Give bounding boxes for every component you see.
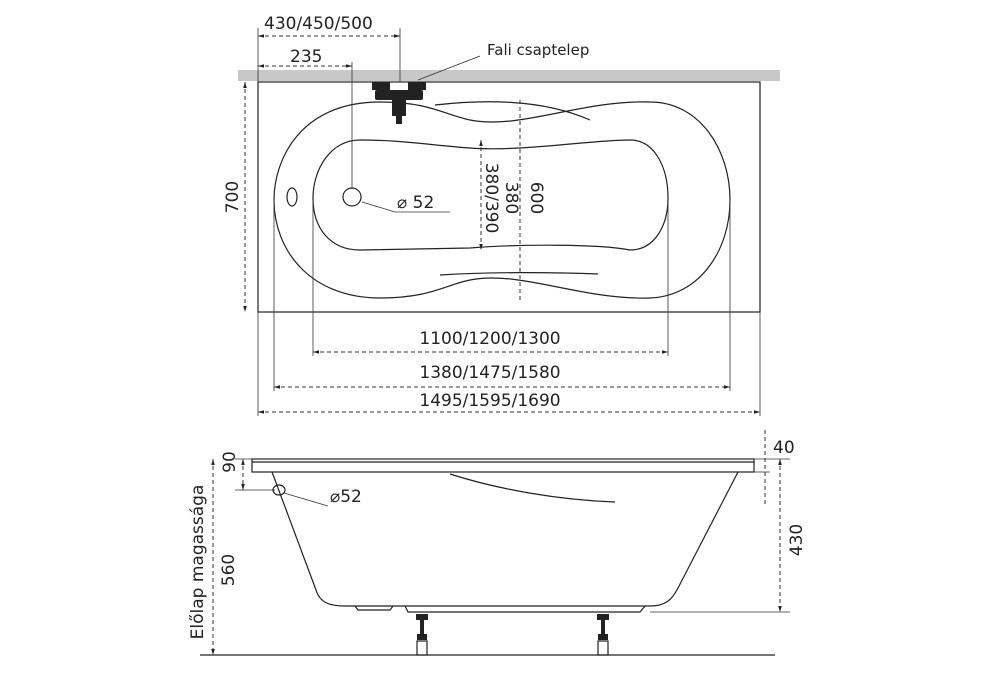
- foot-icon: [416, 614, 428, 656]
- dim-inner-length: 1100/1200/1300: [419, 329, 560, 349]
- wall: [238, 70, 780, 81]
- tub-base: [354, 605, 646, 613]
- dim-total-length: 1495/1595/1690: [419, 391, 560, 411]
- dim-inner-width-alt: 380: [501, 182, 521, 214]
- tub-outer-basin: [273, 101, 731, 299]
- foot-icon: [597, 614, 609, 656]
- dim-drain-offset: 235: [290, 47, 322, 67]
- dim-width-total: 700: [223, 181, 243, 213]
- contour-line: [449, 473, 616, 503]
- dim-depth: 430: [787, 524, 807, 556]
- tub-outer-frame: [257, 81, 761, 313]
- tap-label: Fali csaptelep: [487, 41, 589, 59]
- tub-inner-basin: [312, 139, 669, 251]
- contour-line: [439, 272, 599, 276]
- tub-body: [271, 471, 739, 607]
- dim-inner-width: 380/390: [481, 163, 501, 234]
- tap-icon: [372, 82, 426, 124]
- dim-front-panel: 560: [219, 554, 239, 586]
- dim-outer-width: 600: [526, 182, 546, 214]
- top-view: 430/450/500 235 Fali csaptelep 700 ⌀ 52 …: [223, 14, 780, 416]
- overflow-icon: [286, 187, 298, 207]
- dim-rim-thickness: 40: [773, 438, 795, 458]
- tub-rim: [251, 458, 755, 473]
- side-view: ⌀52 90 40 430 560 Előlap magassága: [188, 430, 807, 656]
- dim-tap-distance: 430/450/500: [264, 14, 373, 34]
- drain-diameter: ⌀ 52: [397, 193, 434, 213]
- dim-drain-height: 90: [220, 451, 240, 473]
- drain-icon: [342, 187, 362, 207]
- side-drain-diameter: ⌀52: [330, 487, 362, 507]
- dim-outer-length: 1380/1475/1580: [419, 363, 560, 383]
- contour-line: [434, 101, 591, 121]
- front-panel-label: Előlap magassága: [188, 485, 208, 640]
